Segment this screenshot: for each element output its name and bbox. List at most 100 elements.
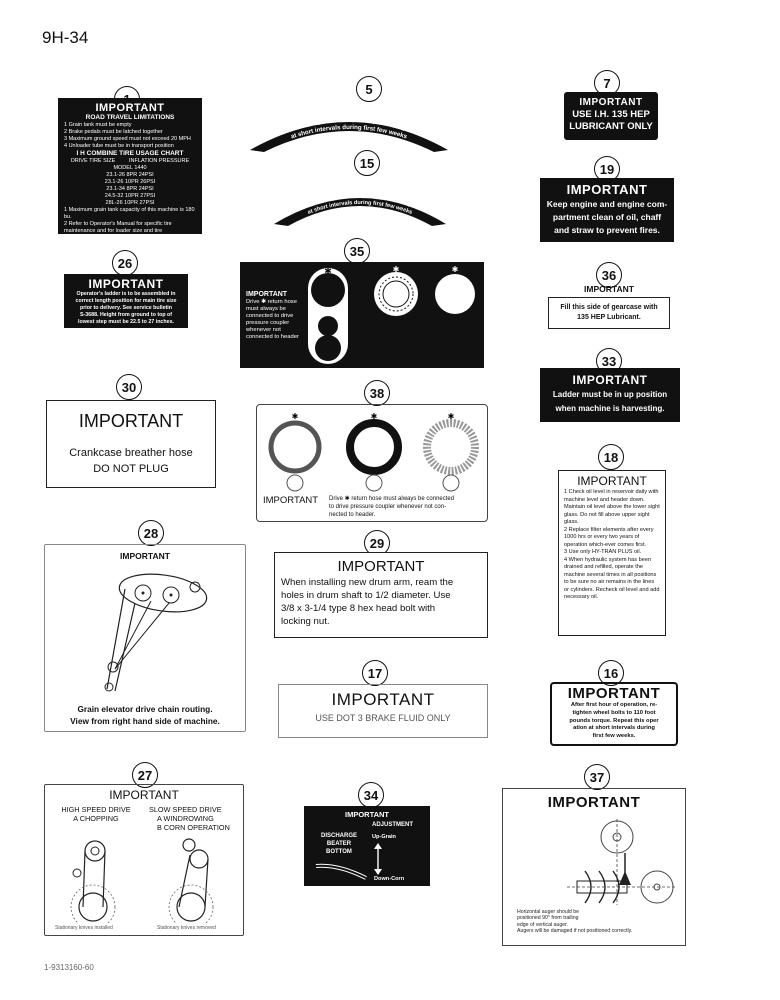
decal-1-item: 2 Brake pedals must be latched together	[64, 129, 163, 135]
callout-28: 28	[138, 520, 164, 546]
decal-28-caption: View from right hand side of machine.	[70, 716, 220, 726]
decal-28-chain-diagram	[104, 573, 208, 692]
decal-26-line: lowest step must be 22.5 to 27 inches.	[78, 319, 174, 325]
decal-38-line: nected to header.	[329, 512, 376, 518]
decal-1: IMPORTANT ROAD TRAVEL LIMITATIONS 1 Grai…	[58, 98, 202, 241]
decal-29: IMPORTANT When installing new drum arm, …	[274, 552, 488, 638]
decal-30-title: IMPORTANT	[78, 411, 184, 431]
decal-19-title: IMPORTANT	[566, 182, 648, 197]
decal-29-line: 3/8 x 3-1/4 type 8 hex head bolt with	[281, 603, 436, 614]
decal-35-line: pressure coupler	[246, 320, 290, 326]
svg-text:✱: ✱	[452, 265, 459, 274]
decal-37-line: edge of vertical auger.	[517, 921, 569, 928]
decal-18: IMPORTANT 1 Check oil level in reservoir…	[558, 470, 666, 636]
decal-37-line: positioned 90° from trailing	[517, 915, 579, 922]
callout-5: 5	[356, 76, 382, 102]
decal-28-title: IMPORTANT	[120, 551, 170, 561]
decal-38-line: to drive pressure coupler whenever not c…	[329, 504, 447, 510]
decal-7: IMPORTANT USE I.H. 135 HEP LUBRICANT ONL…	[564, 92, 658, 140]
decal-38-ports-graphic: ✱ ✱ ✱	[268, 412, 479, 492]
decal-27-left-line: HIGH SPEED DRIVE	[61, 805, 131, 814]
decal-35-title: IMPORTANT	[246, 291, 288, 298]
decal-1-subtitle: ROAD TRAVEL LIMITATIONS	[85, 114, 175, 121]
decal-34-left: BOTTOM	[326, 849, 352, 855]
decal-1-note: 1 Maximum grain tank capacity of this ma…	[64, 207, 195, 220]
decal-17-title: IMPORTANT	[331, 690, 435, 709]
decal-38-line: Drive ✱ return hose must always be conne…	[329, 496, 455, 502]
decal-35-line: must always be	[246, 306, 286, 312]
decal-16: IMPORTANT After first hour of operation,…	[550, 682, 678, 746]
decal-17-line: USE DOT 3 BRAKE FLUID ONLY	[315, 713, 451, 723]
decal-38-title: IMPORTANT	[263, 495, 319, 506]
decal-37-line: Horizontal auger should be	[517, 909, 580, 915]
decal-19-line: Keep engine and engine com-	[546, 199, 668, 209]
decal-34-beater-graphic	[315, 863, 367, 880]
decal-37: IMPORTANT Horizontal auger should be pos…	[502, 788, 686, 946]
decal-35-line: connected to drive	[246, 313, 294, 319]
decal-26-line: Operator's ladder is to be assembled in	[76, 291, 176, 297]
decal-7-line: LUBRICANT ONLY	[569, 121, 653, 132]
decal-36-line: 135 HEP Lubricant.	[577, 314, 641, 321]
decal-1-model: MODEL 1440	[113, 165, 147, 171]
decal-26-line: S-3688. Height from ground to top of	[79, 312, 173, 318]
decal-1-row: 28L-26 10PR 27PSI	[105, 200, 155, 206]
decal-37-auger-diagram	[567, 819, 675, 905]
decal-29-title: IMPORTANT	[337, 558, 425, 575]
decal-36-title: IMPORTANT	[584, 284, 634, 294]
decal-34: IMPORTANT ADJUSTMENT DISCHARGE BEATER BO…	[304, 806, 430, 886]
svg-text:✱: ✱	[292, 412, 299, 421]
decal-26: IMPORTANT Operator's ladder is to be ass…	[64, 274, 188, 328]
decal-35-line: whenever not	[246, 327, 281, 333]
svg-text:✱: ✱	[393, 265, 400, 274]
decal-7-line: USE I.H. 135 HEP	[572, 109, 650, 120]
decal-18-item: 1 Check oil level in reservoir daily wit…	[564, 489, 660, 525]
decal-29-line: When installing new drum arm, ream the	[281, 577, 454, 588]
decal-1-col1: DRIVE TIRE SIZE	[70, 158, 116, 164]
callout-15: 15	[354, 150, 380, 176]
decal-5: IMPORTANT After first hour of operation …	[250, 108, 448, 152]
callout-38: 38	[364, 380, 390, 406]
decal-29-line: locking nut.	[281, 616, 330, 627]
footer-code: 1-9313160-60	[44, 963, 94, 972]
decal-1-title: IMPORTANT	[95, 102, 165, 114]
decal-1-item: 3 Maximum ground speed must not exceed 2…	[64, 136, 191, 142]
decal-1-item: 1 Grain tank must be empty	[64, 122, 132, 128]
decal-36: IMPORTANT Fill this side of gearcase wit…	[548, 284, 670, 334]
decal-16-line: After first hour of operation, re-	[570, 702, 658, 708]
decal-34-title: IMPORTANT	[344, 810, 390, 819]
decal-16-line: first few weeks.	[592, 733, 636, 740]
decal-35-ports-graphic: ✱ ✱ ✱	[308, 265, 475, 364]
decal-1-row: 23.1-26 8PR 24PSI	[106, 172, 154, 178]
decal-34-adjust: ADJUSTMENT	[372, 822, 414, 828]
decal-27-title: IMPORTANT	[109, 788, 179, 802]
callout-36: 36	[596, 262, 622, 288]
decal-30: IMPORTANT Crankcase breather hose DO NOT…	[46, 400, 216, 488]
decal-17: IMPORTANT USE DOT 3 BRAKE FLUID ONLY	[278, 684, 488, 738]
decal-34-arrow-icon	[374, 843, 382, 875]
decal-27-right-line: A WINDROWING	[157, 814, 214, 823]
decal-27-belt-diagram	[70, 838, 214, 923]
decal-27: IMPORTANT HIGH SPEED DRIVE A CHOPPING SL…	[44, 784, 244, 936]
decal-18-item: 4 When hydraulic system has been drained…	[564, 556, 660, 601]
decal-27-left-line: A CHOPPING	[73, 814, 119, 823]
decal-34-down: Down-Corn	[374, 876, 405, 882]
decal-33-line: when machine is harvesting.	[555, 404, 665, 413]
decal-28: IMPORTANT Grain elevator drive chain rou…	[44, 544, 246, 732]
callout-35: 35	[344, 238, 370, 264]
decal-38: ✱ ✱ ✱ IMPORTANT Drive ✱ return hose must…	[256, 404, 488, 522]
decal-27-right-line: B CORN OPERATION	[157, 823, 230, 832]
decal-1-row: 24.5-32 10PR 27PSI	[104, 193, 156, 199]
decal-37-title: IMPORTANT	[547, 794, 641, 811]
decal-37-line: Augers will be damaged if not positioned…	[517, 928, 633, 935]
callout-37: 37	[584, 764, 610, 790]
callout-19: 19	[594, 156, 620, 182]
decal-1-row: 23.1-34 8PR 24PSI	[106, 186, 154, 192]
decal-15: IMPORTANT After first hour of operation …	[274, 185, 446, 226]
decal-33-line: Ladder must be in up position	[552, 390, 668, 399]
svg-text:✱: ✱	[371, 412, 378, 421]
callout-26: 26	[112, 250, 138, 276]
decal-35-line: Drive ✱ return hose	[246, 299, 297, 305]
decal-27-foot-left: Stationary knives installed	[55, 925, 113, 931]
decal-16-line: ation at short intervals during	[573, 725, 655, 732]
decal-19-line: partment clean of oil, chaff	[552, 212, 662, 222]
